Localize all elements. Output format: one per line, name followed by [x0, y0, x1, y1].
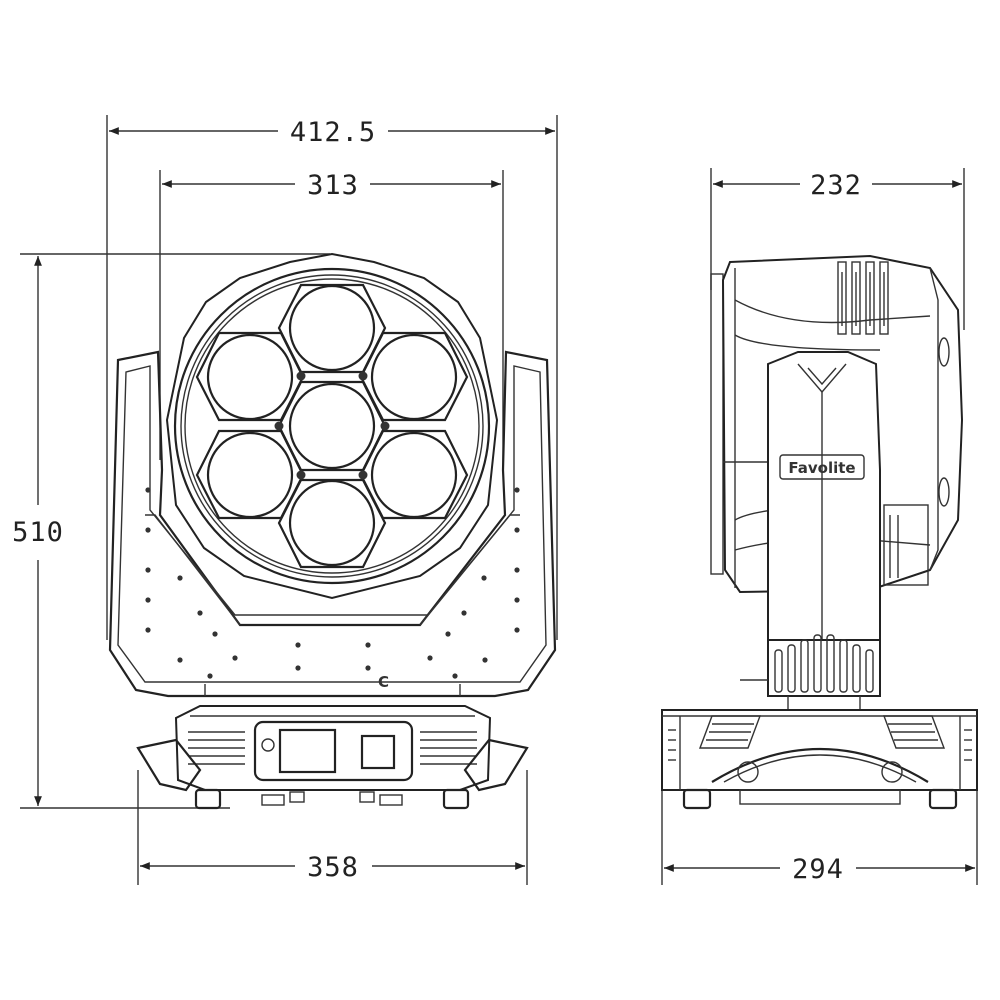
front-extension-lines: [20, 115, 558, 885]
dim-label-358: 358: [307, 852, 359, 883]
dim-294: 294: [664, 854, 975, 885]
side-head-vents: [837, 261, 889, 335]
side-base-vent-right: [882, 715, 946, 749]
side-head-port-upper: [938, 337, 950, 367]
front-base-vents-left: [188, 731, 245, 765]
dim-232: 232: [713, 170, 962, 201]
side-foot-right: [928, 788, 958, 810]
front-base-handle-left: [136, 738, 202, 792]
lens-bottom: [277, 478, 387, 569]
side-base-vent-left: [698, 715, 762, 749]
dim-label-510: 510: [12, 517, 64, 548]
side-head-port-lower: [938, 477, 950, 507]
dim-label-232: 232: [810, 170, 862, 201]
front-base: [136, 705, 529, 810]
dim-313: 313: [161, 170, 501, 201]
dim-358: 358: [139, 852, 525, 883]
front-base-handle-right: [463, 738, 529, 792]
front-view: 412.5 313 510 358 C: [12, 115, 558, 885]
side-brand-text: Favolite: [788, 459, 855, 477]
front-foot-left: [194, 788, 222, 810]
lens-frame-screws: [274, 371, 390, 480]
side-yoke-arm: Favolite: [740, 351, 881, 710]
front-foot-right: [442, 788, 470, 810]
dim-label-313: 313: [307, 170, 359, 201]
side-head-vents-lower: [883, 504, 929, 586]
front-lens-array: [195, 283, 469, 569]
side-foot-left: [682, 788, 712, 810]
front-yoke-logo: C: [378, 673, 389, 691]
front-head: [165, 252, 499, 600]
dim-510: 510: [12, 256, 64, 806]
front-yoke-screws: [145, 487, 520, 679]
side-base: [661, 709, 978, 810]
side-yoke-fins: [774, 634, 874, 693]
side-view: 232 294: [661, 168, 978, 885]
dim-label-412-5: 412.5: [290, 117, 376, 148]
front-base-vents-right: [420, 731, 477, 765]
dim-412-5: 412.5: [109, 117, 555, 148]
side-brand-plate: [779, 454, 865, 480]
dim-label-294: 294: [792, 854, 844, 885]
front-yoke: C: [108, 350, 557, 698]
side-extension-lines: [661, 168, 978, 885]
